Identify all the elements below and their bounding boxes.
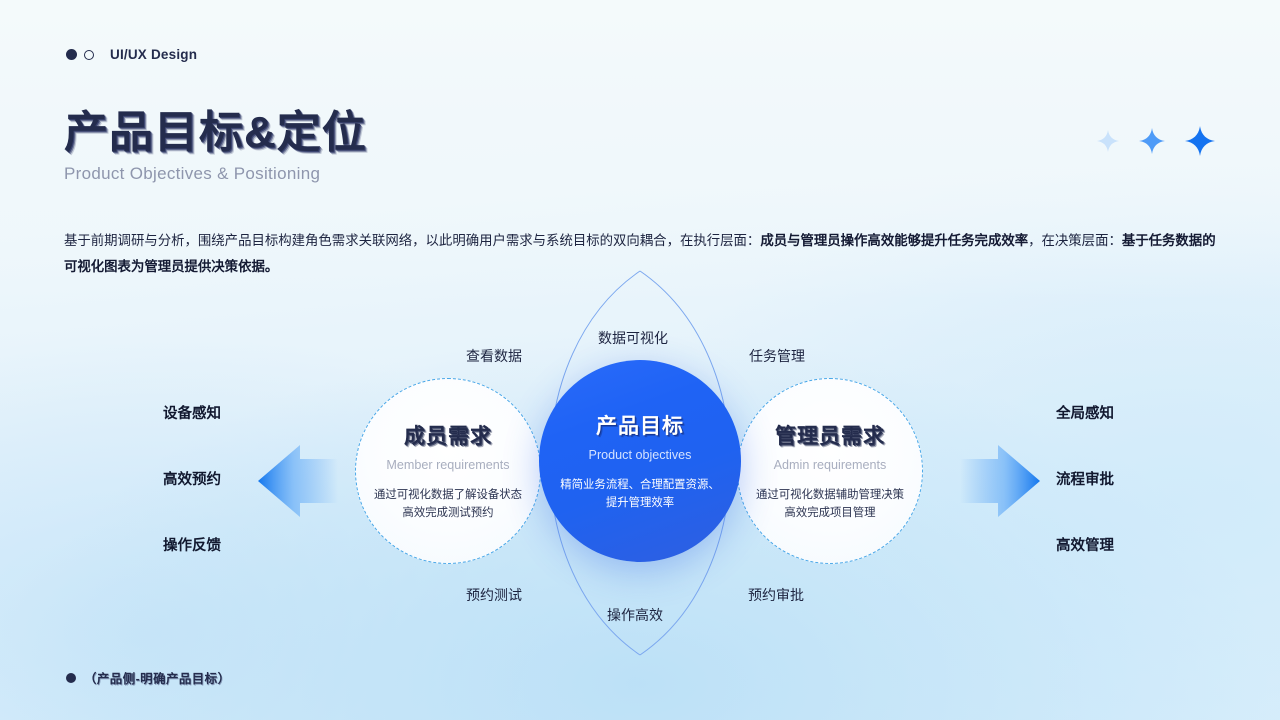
intro-text-part1: 基于前期调研与分析，围绕产品目标构建角色需求关联网络，以此明确用户需求与系统目标… bbox=[64, 233, 761, 248]
venn-diagram: 成员需求 Member requirements 通过可视化数据了解设备状态高效… bbox=[0, 268, 1280, 688]
eyebrow-label: UI/UX Design bbox=[110, 47, 198, 62]
center-title-en: Product objectives bbox=[588, 448, 692, 462]
center-title-zh: 产品目标 bbox=[596, 415, 684, 438]
filled-circle-icon bbox=[66, 672, 76, 683]
admin-title-zh: 管理员需求 bbox=[775, 425, 885, 448]
admin-title-en: Admin requirements bbox=[773, 458, 887, 472]
background-top-fade bbox=[0, 0, 1280, 300]
intro-bold2: 基于任务数据的可视化图表为管理员提供决策依据。 bbox=[64, 233, 1216, 274]
sparkle-group bbox=[1097, 126, 1215, 156]
left-outcome-list: 设备感知 高效预约 操作反馈 bbox=[163, 402, 221, 555]
member-title-en: Member requirements bbox=[386, 458, 510, 472]
member-title-zh: 成员需求 bbox=[404, 425, 492, 448]
header-eyebrow: UI/UX Design bbox=[66, 47, 197, 62]
center-description: 精简业务流程、合理配置资源、提升管理效率 bbox=[560, 479, 720, 509]
admin-description: 通过可视化数据辅助管理决策高效完成项目管理 bbox=[755, 489, 905, 519]
outline-circle-icon bbox=[84, 49, 94, 60]
intro-text-part2: ，在决策层面： bbox=[1028, 233, 1122, 248]
ring-label-dataviz: 数据可视化 bbox=[598, 330, 668, 346]
arrow-right-icon bbox=[960, 445, 1040, 517]
member-requirements-circle: 成员需求 Member requirements 通过可视化数据了解设备状态高效… bbox=[355, 378, 541, 564]
footer-caption: （产品侧-明确产品目标） bbox=[66, 668, 230, 687]
right-outcome-list: 全局感知 流程审批 高效管理 bbox=[1056, 402, 1114, 555]
sparkle-icon-mid bbox=[1139, 128, 1165, 154]
intro-paragraph: 基于前期调研与分析，围绕产品目标构建角色需求关联网络，以此明确用户需求与系统目标… bbox=[64, 228, 1216, 280]
admin-requirements-circle: 管理员需求 Admin requirements 通过可视化数据辅助管理决策高效… bbox=[737, 378, 923, 564]
sparkle-icon-light bbox=[1097, 130, 1119, 152]
right-label-1: 流程审批 bbox=[1056, 472, 1114, 488]
ring-label-book-test: 预约测试 bbox=[466, 587, 522, 603]
ring-label-op-efficiency: 操作高效 bbox=[607, 607, 663, 623]
sparkle-icon-strong bbox=[1185, 126, 1215, 156]
page-title: 产品目标&定位 bbox=[64, 108, 367, 157]
left-label-1: 高效预约 bbox=[163, 472, 221, 488]
right-label-0: 全局感知 bbox=[1056, 406, 1114, 422]
page-subtitle: Product Objectives & Positioning bbox=[64, 164, 321, 183]
footer-text: （产品侧-明确产品目标） bbox=[84, 672, 231, 686]
arrow-left-icon bbox=[258, 445, 338, 517]
product-objectives-circle: 产品目标 Product objectives 精简业务流程、合理配置资源、提升… bbox=[539, 360, 741, 562]
ring-label-view-data: 查看数据 bbox=[466, 348, 522, 364]
ring-label-book-approval: 预约审批 bbox=[748, 587, 804, 603]
left-label-0: 设备感知 bbox=[163, 406, 221, 422]
left-label-2: 操作反馈 bbox=[163, 538, 221, 554]
filled-circle-icon bbox=[66, 49, 77, 60]
member-description: 通过可视化数据了解设备状态高效完成测试预约 bbox=[373, 489, 523, 519]
ring-label-task-mgmt: 任务管理 bbox=[749, 348, 805, 364]
right-label-2: 高效管理 bbox=[1056, 538, 1114, 554]
intro-bold1: 成员与管理员操作高效能够提升任务完成效率 bbox=[760, 233, 1029, 248]
